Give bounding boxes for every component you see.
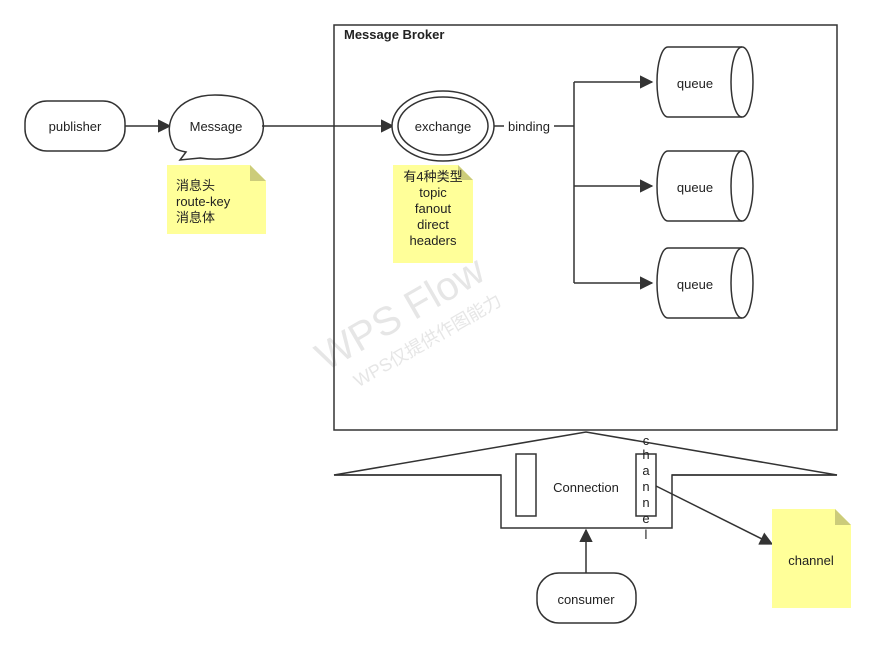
channel-letter: c <box>643 433 650 448</box>
channel-letter: h <box>642 447 649 462</box>
exchange-note[interactable]: 有4种类型 topic fanout direct headers <box>393 165 473 263</box>
channel-letter: n <box>642 495 649 510</box>
connection-label: Connection <box>553 480 619 495</box>
queue-node-3[interactable]: queue <box>656 247 754 319</box>
broker-title: Message Broker <box>344 27 444 42</box>
edge-channel-note <box>655 485 774 545</box>
exchange-note-line-3: fanout <box>415 201 452 216</box>
channel-letter: l <box>645 527 648 542</box>
exchange-note-line-4: direct <box>417 217 449 232</box>
queue-node-2[interactable]: queue <box>656 150 754 222</box>
channel-letter: a <box>642 463 650 478</box>
connection-shape[interactable] <box>333 431 838 529</box>
exchange-note-line-1: 有4种类型 <box>403 169 462 184</box>
queue-node-1[interactable]: queue <box>656 46 754 118</box>
exchange-label: exchange <box>415 119 471 134</box>
channel-letter: e <box>642 511 649 526</box>
message-note[interactable]: 消息头 route-key 消息体 <box>167 165 266 234</box>
exchange-note-line-2: topic <box>419 185 447 200</box>
queue-label-2: queue <box>677 180 713 195</box>
queue-label-1: queue <box>677 76 713 91</box>
channel-letter: n <box>642 479 649 494</box>
channel-note[interactable]: channel <box>772 509 851 608</box>
message-node[interactable] <box>168 94 265 161</box>
message-note-line-3: 消息体 <box>176 210 215 225</box>
channel-vertical-label: c h a n n e l <box>642 433 650 542</box>
message-note-line-2: route-key <box>176 194 231 209</box>
exchange-note-line-5: headers <box>410 233 457 248</box>
channel-slot-right[interactable] <box>635 453 657 517</box>
watermark: WPS Flow WPS仅提供作图能力 <box>308 248 504 391</box>
channel-slot-left[interactable] <box>515 453 537 517</box>
broker-box[interactable] <box>333 24 838 431</box>
consumer-label: consumer <box>557 592 615 607</box>
channel-note-label: channel <box>788 553 834 568</box>
publisher-label: publisher <box>49 119 102 134</box>
queue-label-3: queue <box>677 277 713 292</box>
binding-label: binding <box>508 119 550 134</box>
message-note-line-1: 消息头 <box>176 178 215 193</box>
message-label: Message <box>190 119 243 134</box>
